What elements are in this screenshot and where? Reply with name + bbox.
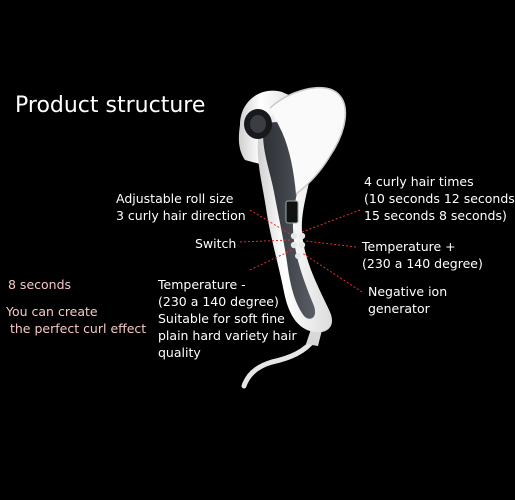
leader-lines bbox=[239, 209, 363, 293]
button-icon bbox=[298, 241, 306, 249]
side-note-seconds: 8 seconds bbox=[8, 277, 72, 292]
side-note-curl-effect: You can create the perfect curl effect bbox=[6, 304, 147, 336]
callout-ion-generator: Negative ion generator bbox=[368, 284, 448, 316]
leader-line bbox=[301, 209, 361, 233]
callout-roll-size: Adjustable roll size 3 curly hair direct… bbox=[116, 191, 246, 223]
leader-line bbox=[305, 240, 357, 248]
callout-curl-times: 4 curly hair times (10 seconds 12 second… bbox=[364, 174, 515, 223]
front-lid bbox=[270, 87, 346, 194]
page-title: Product structure bbox=[15, 93, 206, 118]
hair-curler-illustration bbox=[238, 86, 363, 389]
button-icon bbox=[290, 232, 298, 240]
display-window-icon bbox=[285, 200, 299, 224]
button-icon bbox=[290, 241, 298, 249]
lid-rim bbox=[269, 86, 347, 195]
leader-line bbox=[239, 239, 291, 243]
button-icon bbox=[298, 232, 306, 240]
roller-chamber-inner bbox=[250, 115, 266, 133]
callout-temperature-plus: Temperature + (230 a 140 degree) bbox=[362, 239, 483, 271]
product-diagram: Product structure Adjustable roll size 3… bbox=[6, 86, 515, 389]
power-cord bbox=[241, 335, 318, 389]
button-icon bbox=[295, 253, 301, 259]
callout-switch: Switch bbox=[195, 236, 237, 251]
callout-temperature-minus: Temperature - (230 a 140 degree) Suitabl… bbox=[158, 277, 297, 360]
